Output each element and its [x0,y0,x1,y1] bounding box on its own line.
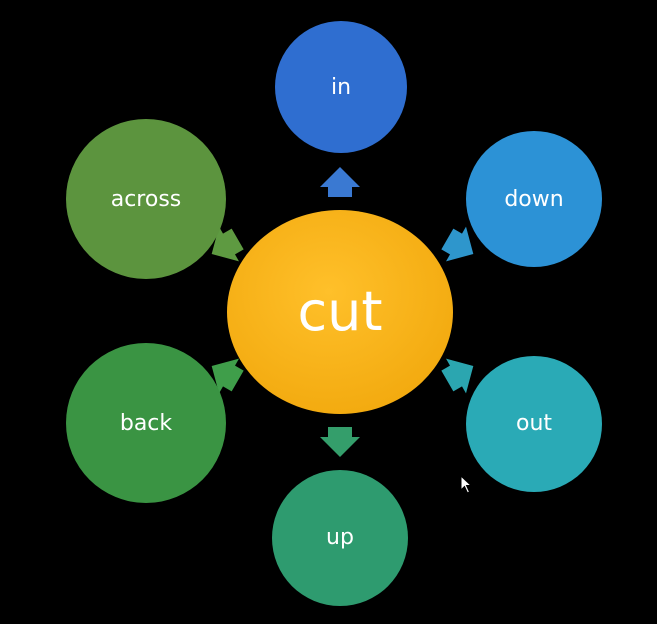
label-out: out [515,411,553,436]
arrow-across [211,226,244,262]
node-cut [227,210,453,414]
node-back [66,343,226,503]
label-cut: cut [297,280,383,343]
label-down: down [504,187,564,212]
arrow-out [441,358,474,394]
node-in [275,21,407,153]
node-up [272,470,408,606]
arrow-in [320,167,360,197]
label-across: across [110,187,182,212]
arrow-up [320,427,360,457]
label-back: back [119,411,173,436]
mouse-pointer-icon [461,476,473,494]
arrow-back [211,358,244,394]
node-down [466,131,602,267]
node-out [466,356,602,492]
node-across [66,119,226,279]
label-up: up [326,525,354,550]
label-in: in [330,75,352,100]
arrow-down [441,226,474,262]
